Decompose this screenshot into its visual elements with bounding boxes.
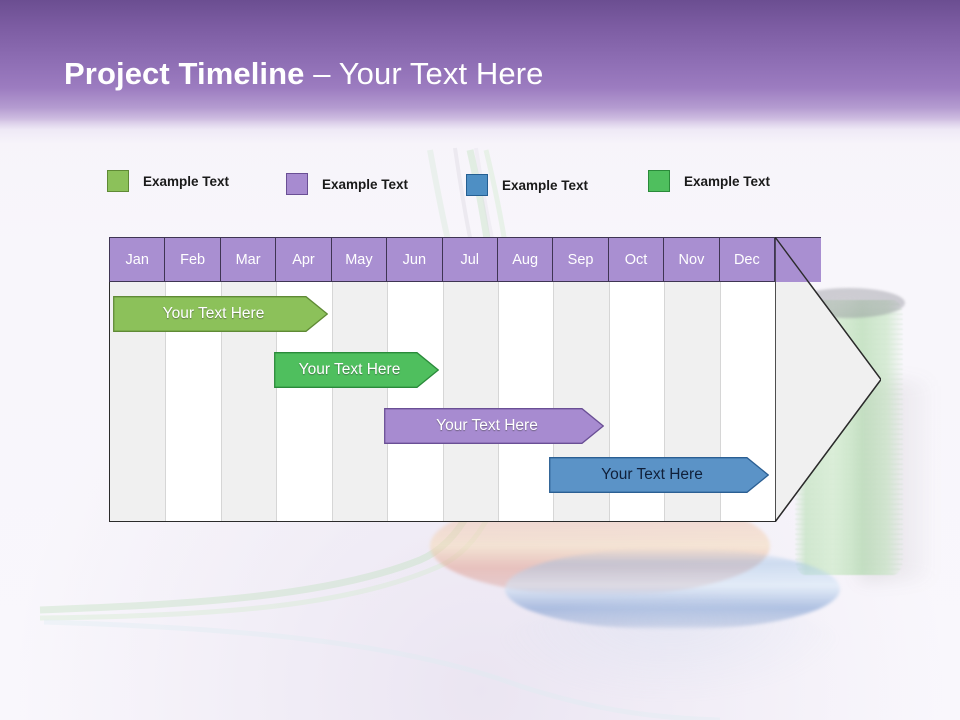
task-bar-label-4: Your Text Here	[601, 466, 703, 483]
legend-item-4[interactable]: Example Text	[648, 170, 770, 192]
disc-reflection	[495, 600, 845, 700]
column-divider	[608, 282, 610, 521]
task-bar-shape-1	[113, 296, 328, 332]
legend-item-3[interactable]: Example Text	[466, 174, 588, 196]
month-header-jul[interactable]: Jul	[442, 237, 498, 282]
task-bar-shape-4	[549, 457, 769, 493]
month-header-aug[interactable]: Aug	[497, 237, 554, 282]
grid-column-mar	[220, 237, 277, 521]
legend-label-4: Example Text	[684, 173, 771, 189]
task-bar-2[interactable]: Your Text Here	[274, 352, 439, 388]
month-header-nov[interactable]: Nov	[664, 237, 720, 282]
legend-swatch-3	[466, 174, 488, 196]
blue-thread-disc	[505, 548, 840, 630]
column-divider	[553, 282, 555, 521]
task-bar-3[interactable]: Your Text Here	[384, 408, 604, 444]
legend-item-2[interactable]: Example Text	[286, 173, 408, 195]
header-fade	[0, 118, 960, 144]
column-divider	[719, 282, 721, 521]
month-header-feb[interactable]: Feb	[165, 237, 221, 282]
timeline-arrow-header-fill	[775, 237, 821, 282]
month-header-dec[interactable]: Dec	[719, 237, 776, 282]
column-divider	[442, 282, 444, 521]
legend-swatch-1	[107, 170, 129, 192]
page-title-bold: Project Timeline	[64, 56, 305, 91]
month-header-apr[interactable]: Apr	[276, 237, 332, 282]
legend-label-3: Example Text	[502, 177, 589, 193]
legend-swatch-4	[648, 170, 670, 192]
month-header-jun[interactable]: Jun	[387, 237, 443, 282]
task-bar-shape-3	[384, 408, 604, 444]
column-divider	[387, 282, 389, 521]
column-divider	[331, 282, 333, 521]
grid-column-aug	[497, 237, 554, 521]
month-header-sep[interactable]: Sep	[553, 237, 609, 282]
column-divider	[220, 282, 222, 521]
task-bar-label-3: Your Text Here	[436, 417, 538, 434]
legend-label-1: Example Text	[143, 173, 230, 189]
page-title-light: – Your Text Here	[304, 56, 544, 91]
task-bar-1[interactable]: Your Text Here	[113, 296, 328, 332]
legend-label-2: Example Text	[322, 176, 409, 192]
column-divider	[497, 282, 499, 521]
column-divider	[110, 282, 111, 521]
grid-column-jan	[110, 237, 166, 521]
grid-column-jul	[442, 237, 498, 521]
grid-column-feb	[165, 237, 221, 521]
month-header-may[interactable]: May	[331, 237, 388, 282]
legend-item-1[interactable]: Example Text	[107, 170, 229, 192]
column-divider	[276, 282, 278, 521]
column-divider	[664, 282, 666, 521]
task-bar-shape-2	[274, 352, 439, 388]
legend-swatch-2	[286, 173, 308, 195]
header-band	[0, 0, 960, 122]
task-bar-label-1: Your Text Here	[162, 305, 265, 322]
page-title: Project Timeline – Your Text Here	[64, 56, 543, 92]
month-header-oct[interactable]: Oct	[608, 237, 665, 282]
column-divider	[165, 282, 167, 521]
month-header-jan[interactable]: Jan	[109, 237, 166, 282]
month-header-mar[interactable]: Mar	[220, 237, 277, 282]
task-bar-4[interactable]: Your Text Here	[549, 457, 769, 493]
task-bar-label-2: Your Text Here	[298, 361, 401, 378]
